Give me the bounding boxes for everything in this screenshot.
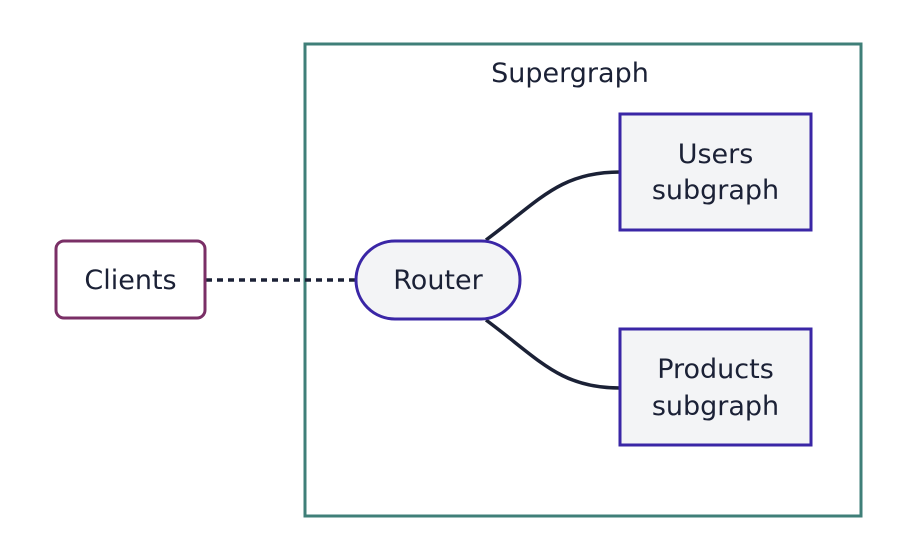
router-label: Router [393,265,483,296]
router-users-edge [484,170,621,242]
users-subgraph-node: Users subgraph [618,112,813,232]
router-node: Router [354,239,522,321]
products-subgraph-node: Products subgraph [618,327,813,447]
products-label-line1: Products [657,354,774,385]
clients-label: Clients [84,265,176,296]
clients-node: Clients [54,239,207,320]
products-label-line2: subgraph [652,391,779,422]
router-products-edge [484,318,621,390]
users-label-line1: Users [678,139,754,170]
users-label-line2: subgraph [652,175,779,206]
supergraph-label: Supergraph [491,58,649,89]
